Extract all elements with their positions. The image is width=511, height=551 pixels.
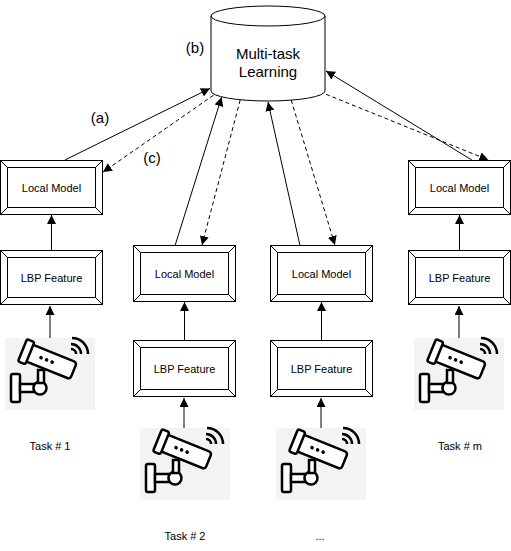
dashed-arrow xyxy=(326,94,488,160)
dashed-arrow xyxy=(291,100,335,245)
node-text: LBP Feature xyxy=(429,272,491,284)
solid-arrow xyxy=(321,302,322,340)
process-box: Local Model xyxy=(0,160,103,215)
camera-arrow xyxy=(50,306,51,338)
task-label: ... xyxy=(315,530,324,542)
solid-arrow xyxy=(459,215,460,250)
dashed-arrow xyxy=(103,95,213,172)
node-text: Local Model xyxy=(155,268,214,280)
task-label: Task # m xyxy=(438,440,482,452)
camera-arrow xyxy=(321,398,322,428)
callout-letter: (a) xyxy=(91,109,109,126)
process-box: Local Model xyxy=(408,160,511,215)
process-box: Local Model xyxy=(133,245,236,302)
solid-arrow xyxy=(326,71,472,160)
process-box: LBP Feature xyxy=(0,250,103,305)
solid-arrow xyxy=(268,102,300,245)
node-text: LBP Feature xyxy=(21,272,83,284)
camera-icon xyxy=(276,428,366,500)
dashed-arrow xyxy=(202,100,240,245)
solid-arrow xyxy=(65,88,210,160)
process-box: LBP Feature xyxy=(133,340,236,397)
solid-arrow xyxy=(184,302,185,340)
camera-icon xyxy=(5,338,95,410)
process-box: LBP Feature xyxy=(408,250,511,305)
node-text: LBP Feature xyxy=(291,363,353,375)
node-text: Multi-task Learning xyxy=(220,45,316,81)
node-text: LBP Feature xyxy=(154,363,216,375)
process-box: Local Model xyxy=(270,245,373,302)
camera-icon xyxy=(414,338,504,410)
node-text: Local Model xyxy=(292,268,351,280)
task-label: Task # 1 xyxy=(30,440,71,452)
solid-arrow xyxy=(175,97,221,245)
process-box: LBP Feature xyxy=(270,340,373,397)
node-text: Local Model xyxy=(430,182,489,194)
camera-arrow xyxy=(459,306,460,338)
camera-icon xyxy=(140,428,230,500)
task-label: Task # 2 xyxy=(165,530,206,542)
camera-arrow xyxy=(184,398,185,428)
node-text: Local Model xyxy=(22,182,81,194)
callout-letter: (b) xyxy=(186,39,204,56)
database-cylinder: Multi-task Learning xyxy=(210,5,326,102)
callout-letter: (c) xyxy=(143,149,161,166)
solid-arrow xyxy=(51,215,52,250)
